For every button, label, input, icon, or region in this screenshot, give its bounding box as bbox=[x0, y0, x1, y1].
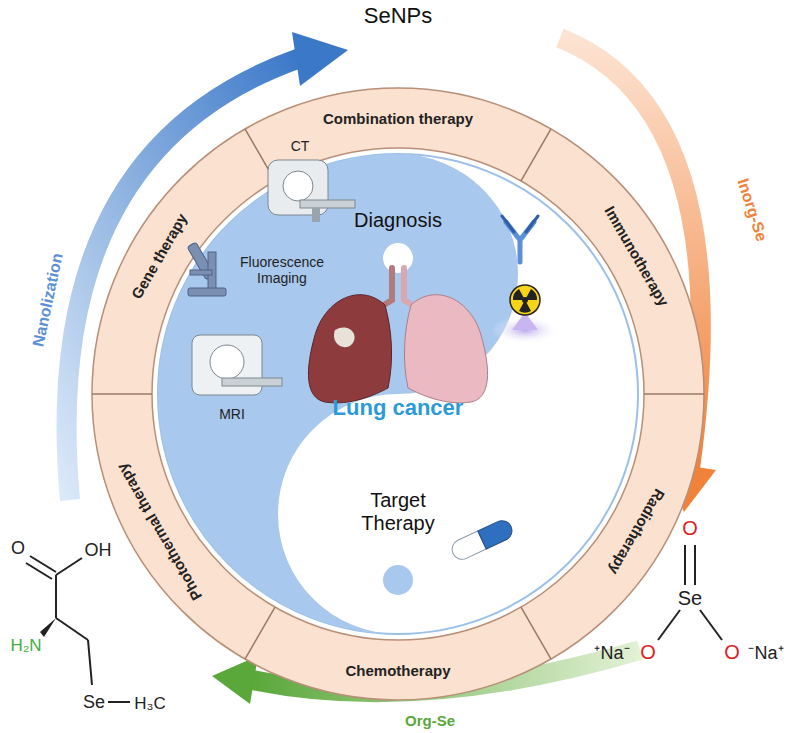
text-label: Se bbox=[83, 692, 105, 713]
text-label: Se bbox=[678, 587, 702, 610]
mri-scanner bbox=[192, 335, 282, 395]
ring-divider bbox=[521, 129, 551, 181]
yin-dot bbox=[383, 243, 413, 273]
inner-circle bbox=[158, 154, 638, 634]
pill-icon bbox=[449, 517, 515, 562]
text-label: MRI bbox=[219, 406, 245, 422]
selenocysteine-bonds bbox=[26, 556, 130, 702]
text-label: O bbox=[682, 517, 698, 540]
text-label: CT bbox=[291, 138, 310, 154]
text-label: Fluorescence Imaging bbox=[232, 254, 332, 286]
ring-dividers bbox=[92, 129, 704, 659]
segment-label: Combination therapy bbox=[323, 110, 473, 127]
text-label: Nanolization bbox=[29, 252, 66, 349]
text-label: O bbox=[640, 641, 656, 664]
therapy-segment: Chemotherapy bbox=[341, 660, 454, 681]
text-label: Lung cancer bbox=[333, 395, 464, 421]
ring-divider bbox=[245, 607, 275, 659]
ct-scanner bbox=[268, 160, 355, 222]
title: SeNPs bbox=[364, 3, 432, 29]
microscope bbox=[187, 242, 226, 296]
yang-dot bbox=[383, 565, 413, 595]
text-label: Target Therapy bbox=[343, 489, 453, 535]
selenite-bonds bbox=[658, 545, 722, 640]
lungs bbox=[308, 268, 487, 403]
yin-yang-blue bbox=[158, 154, 518, 634]
text-label: H₃C bbox=[134, 694, 165, 714]
ring-divider bbox=[92, 393, 152, 395]
text-label: O bbox=[11, 538, 25, 559]
radiation-icon bbox=[491, 285, 559, 344]
text-label: O bbox=[724, 641, 740, 664]
segment-label: Chemotherapy bbox=[345, 662, 450, 679]
text-label: Org-Se bbox=[405, 712, 455, 729]
ring-divider bbox=[521, 607, 551, 659]
arrow-head bbox=[292, 32, 348, 86]
ring-divider bbox=[644, 393, 704, 395]
text-label: ⁻Na⁺ bbox=[748, 640, 783, 664]
text-label: ⁺Na⁻ bbox=[594, 640, 629, 664]
therapy-segment: Combination therapy bbox=[319, 108, 477, 129]
text-label: Diagnosis bbox=[354, 209, 442, 232]
text-label: Inorg-Se bbox=[733, 176, 770, 243]
ring-inner-edge bbox=[152, 148, 644, 640]
therapy-ring bbox=[92, 88, 704, 700]
text-label: OH bbox=[85, 540, 112, 561]
text-label: H₂N bbox=[10, 636, 41, 656]
wedge-bond bbox=[40, 618, 56, 637]
antibody-icon bbox=[502, 216, 538, 262]
